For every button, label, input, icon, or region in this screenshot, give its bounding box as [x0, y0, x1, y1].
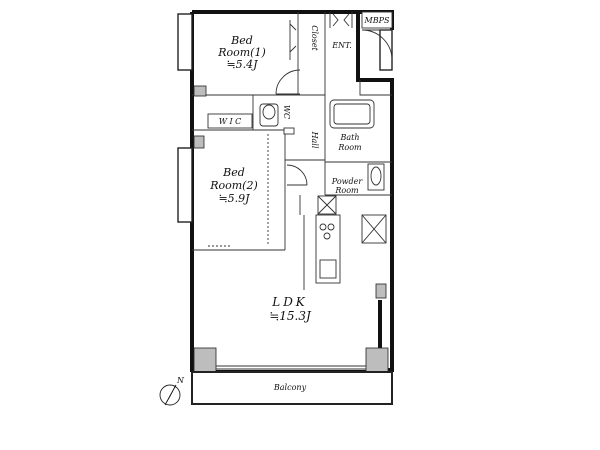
powder-name-line1: Powder — [331, 177, 364, 186]
bed1-door — [275, 69, 301, 95]
window-frames — [177, 13, 393, 223]
mbps-label: MBPS — [364, 16, 390, 25]
compass-north-label: N — [176, 376, 185, 385]
powder-name-line2: Room — [334, 186, 359, 195]
wc-label: WC — [282, 105, 291, 119]
hall-label: Hall — [310, 131, 319, 149]
entrance-fixtures — [329, 11, 393, 61]
north-compass: N — [159, 376, 185, 406]
room-labels: Bed Room(1) ≒5.4J Bed Room(2) ≒5.9J LDK … — [209, 16, 390, 392]
bed2-name-line2: Room(2) — [209, 179, 258, 192]
closet-doors — [289, 20, 297, 60]
bed1-area: ≒5.4J — [226, 58, 258, 71]
ldk-name: LDK — [271, 295, 308, 309]
bed1-name-line1: Bed — [230, 34, 253, 47]
bed2-area: ≒5.9J — [218, 192, 250, 205]
powder-sink — [317, 163, 385, 215]
balcony-label: Balcony — [273, 383, 307, 392]
bath-name-line1: Bath — [339, 133, 359, 142]
bed2-closet — [208, 134, 269, 247]
bed2-door — [286, 164, 308, 186]
bath-name-line2: Room — [337, 143, 362, 152]
structural-columns — [193, 85, 389, 375]
bathtub — [329, 99, 375, 129]
closet-label: Closet — [310, 25, 319, 51]
bed1-name-line2: Room(1) — [217, 46, 266, 59]
balcony-area — [191, 365, 393, 405]
wic-storage — [207, 113, 253, 129]
ldk-area: ≒15.3J — [269, 309, 312, 323]
bed2-name-line1: Bed — [222, 166, 245, 179]
wic-label: W I C — [219, 117, 242, 126]
wc-toilet — [259, 103, 295, 135]
entrance-label: ENT. — [331, 41, 352, 50]
kitchen-counter — [303, 214, 387, 290]
